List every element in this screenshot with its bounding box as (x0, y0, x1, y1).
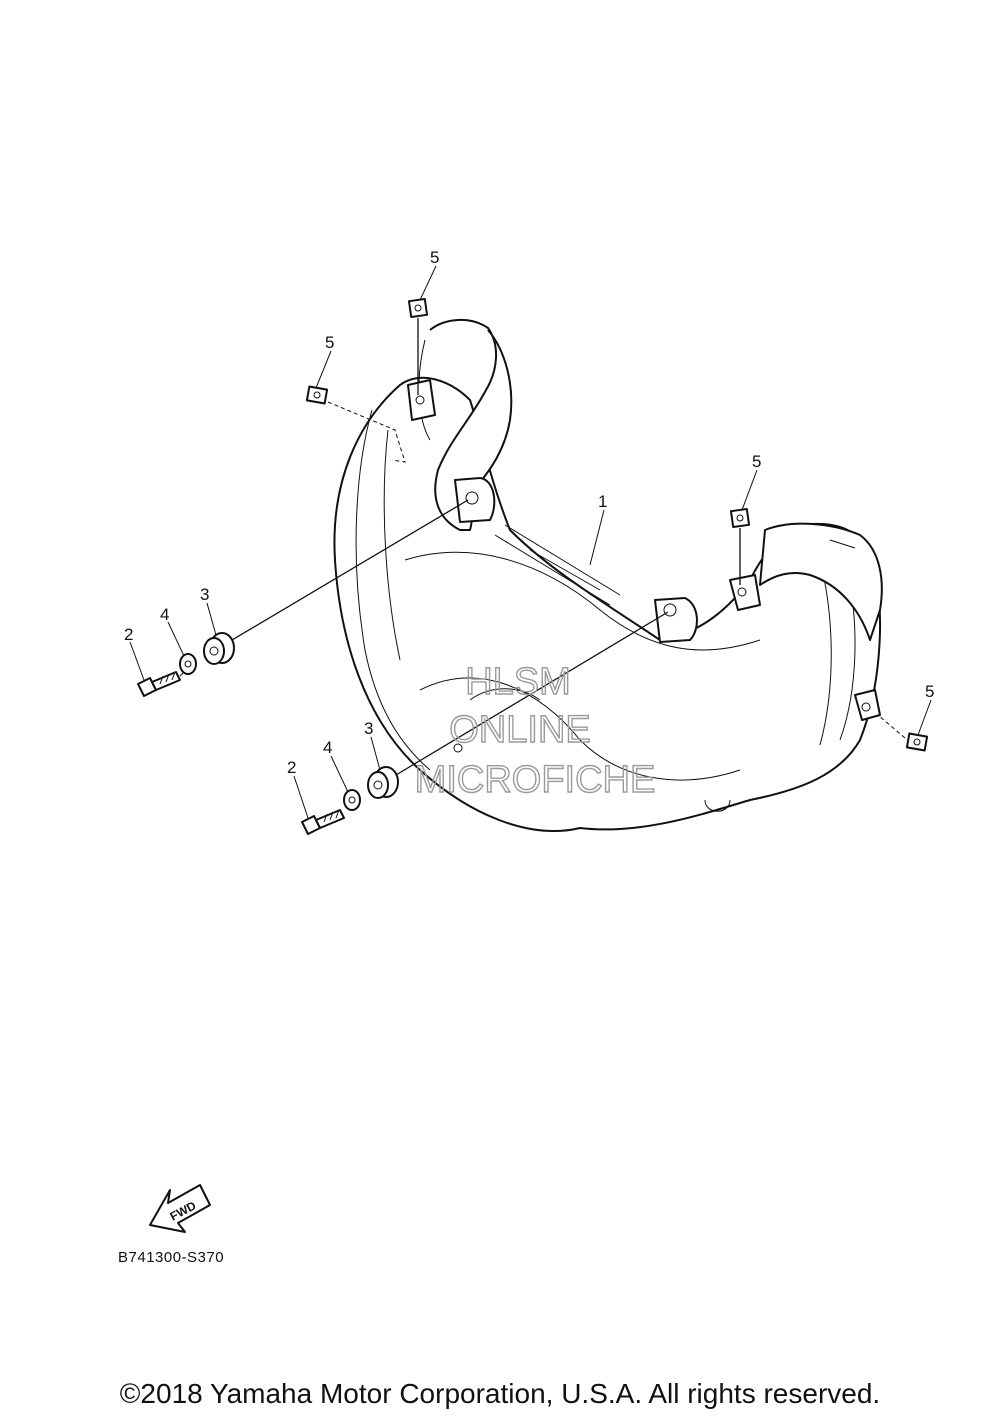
leader-line (293, 775, 309, 819)
callout-washer-lower: 4 (323, 738, 332, 757)
forward-arrow-icon: FWD (149, 1184, 211, 1233)
watermark-line1: HLSM (465, 661, 571, 703)
leader-line (167, 621, 185, 657)
leader-line (419, 265, 437, 301)
assembly-line (327, 401, 406, 463)
assembly-line (179, 671, 185, 677)
watermark: HLSM ONLINE MICROFICHE (414, 660, 656, 801)
watermark-line2: ONLINE (449, 709, 590, 751)
callout-nut-mid-right: 5 (752, 452, 761, 471)
headlight-housing (333, 318, 883, 832)
leader-line (129, 641, 145, 681)
leader-line (917, 699, 932, 736)
callout-grommet-lower: 3 (364, 719, 373, 738)
callout-washer-left: 4 (160, 605, 169, 624)
callout-grommet-left: 3 (200, 585, 209, 604)
drawing-code: B741300-S370 (118, 1249, 224, 1266)
callout-nut-upper-left: 5 (325, 333, 334, 352)
assembly-line (395, 611, 669, 776)
callout-bolt-left: 2 (124, 625, 133, 644)
leader-line (315, 350, 332, 389)
speed-nut-far-right (905, 732, 929, 752)
speed-nut-upper-left (305, 385, 329, 405)
washer-left (179, 653, 197, 675)
bolt-lower (301, 809, 345, 835)
leader-line (206, 602, 217, 636)
callout-bolt-lower: 2 (287, 758, 296, 777)
callout-housing: 1 (598, 492, 607, 511)
leader-line (330, 755, 349, 793)
washer-lower (343, 789, 361, 811)
grommet-lower (367, 766, 399, 799)
leader-line (741, 469, 758, 511)
watermark-line3: MICROFICHE (415, 759, 656, 801)
callout-nut-far-right: 5 (925, 682, 934, 701)
speed-nut-top (407, 297, 429, 319)
assembly-line (231, 499, 469, 641)
copyright-notice: ©2018 Yamaha Motor Corporation, U.S.A. A… (119, 1378, 881, 1409)
speed-nut-mid-right (729, 507, 751, 529)
bolt-left (137, 671, 181, 697)
callout-nut-top: 5 (430, 248, 439, 267)
leader-line (370, 736, 381, 771)
grommet-left (203, 632, 235, 665)
leader-line (589, 509, 605, 566)
assembly-line (877, 714, 906, 739)
